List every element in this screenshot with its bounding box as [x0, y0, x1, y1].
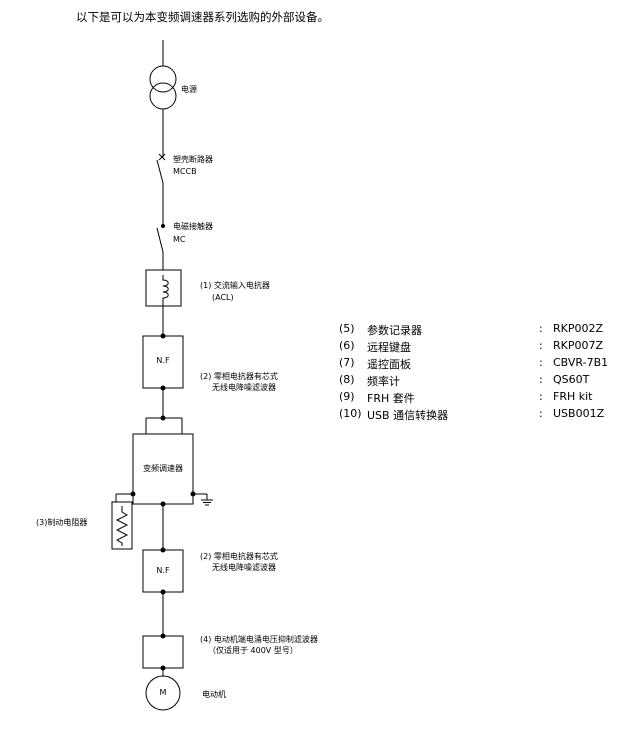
- surge-filter-label-line2: （仅适用于 400V 型号）: [208, 646, 298, 655]
- option-row: (6) 远程键盘 : RKP007Z: [339, 339, 629, 355]
- nf-label-1-line1: (2) 零相电抗器有芯式: [200, 372, 278, 381]
- option-colon: :: [539, 322, 543, 335]
- nf-block-1-text: N.F: [156, 356, 170, 365]
- nf-label-2-line1: (2) 零相电抗器有芯式: [200, 552, 278, 561]
- motor-label: 电动机: [202, 690, 226, 699]
- option-num: (7): [339, 356, 355, 369]
- option-name: 远程键盘: [367, 341, 411, 354]
- mc-label-en: MC: [173, 235, 186, 244]
- intro-text: 以下是可以为本变频调速器系列选购的外部设备。: [76, 10, 329, 24]
- motor-icon: [145, 675, 181, 711]
- option-colon: :: [539, 339, 543, 352]
- nf-block-2-text: N.F: [156, 566, 170, 575]
- option-model: RKP002Z: [553, 322, 604, 335]
- nf-label-2-line2: 无线电降噪滤波器: [212, 563, 276, 572]
- brake-resistor-label: (3)制动电阻器: [36, 518, 88, 527]
- mccb-label-cn: 塑壳断路器: [173, 155, 213, 164]
- option-name: FRH 套件: [367, 392, 415, 405]
- acl-label-cn: (1) 交流输入电抗器: [200, 281, 270, 290]
- surge-filter-block: [142, 635, 184, 669]
- option-num: (10): [339, 407, 362, 420]
- option-num: (6): [339, 339, 355, 352]
- option-row: (10) USB 通信转换器 : USB001Z: [339, 407, 629, 423]
- option-model: FRH kit: [553, 390, 593, 403]
- brake-resistor-icon: [115, 506, 129, 546]
- option-model: RKP007Z: [553, 339, 604, 352]
- surge-filter-label-line1: (4) 电动机端电涌电压抑制滤波器: [200, 635, 318, 644]
- option-name: 参数记录器: [367, 324, 422, 337]
- power-transformer-icon: [149, 65, 177, 93]
- acl-label-en: (ACL): [212, 293, 234, 302]
- option-model: USB001Z: [553, 407, 605, 420]
- option-num: (5): [339, 322, 355, 335]
- option-row: (9) FRH 套件 : FRH kit: [339, 390, 629, 406]
- option-name: 遥控面板: [367, 358, 411, 371]
- mccb-label-en: MCCB: [173, 167, 197, 176]
- option-row: (8) 频率计 : QS60T: [339, 373, 629, 389]
- brake-resistor-block: [111, 501, 133, 550]
- option-num: (9): [339, 390, 355, 403]
- option-row: (5) 参数记录器 : RKP002Z: [339, 322, 629, 338]
- acl-coil-icon: [162, 275, 169, 304]
- option-name: USB 通信转换器: [367, 409, 449, 422]
- motor-block-text: M: [159, 688, 167, 697]
- option-num: (8): [339, 373, 355, 386]
- option-colon: :: [539, 407, 543, 420]
- mc-contactor-icon: [156, 217, 165, 270]
- option-model: QS60T: [553, 373, 590, 386]
- option-name: 频率计: [367, 375, 400, 388]
- option-row: (7) 遥控面板 : CBVR-7B1: [339, 356, 629, 372]
- option-colon: :: [539, 356, 543, 369]
- inverter-text: 变频调速器: [143, 464, 183, 473]
- mccb-breaker-icon: [156, 148, 166, 217]
- mc-label-cn: 电磁接触器: [173, 222, 213, 231]
- nf-label-1-line2: 无线电降噪滤波器: [212, 383, 276, 392]
- option-model: CBVR-7B1: [553, 356, 609, 369]
- power-label: 电源: [181, 85, 197, 94]
- option-colon: :: [539, 373, 543, 386]
- option-colon: :: [539, 390, 543, 403]
